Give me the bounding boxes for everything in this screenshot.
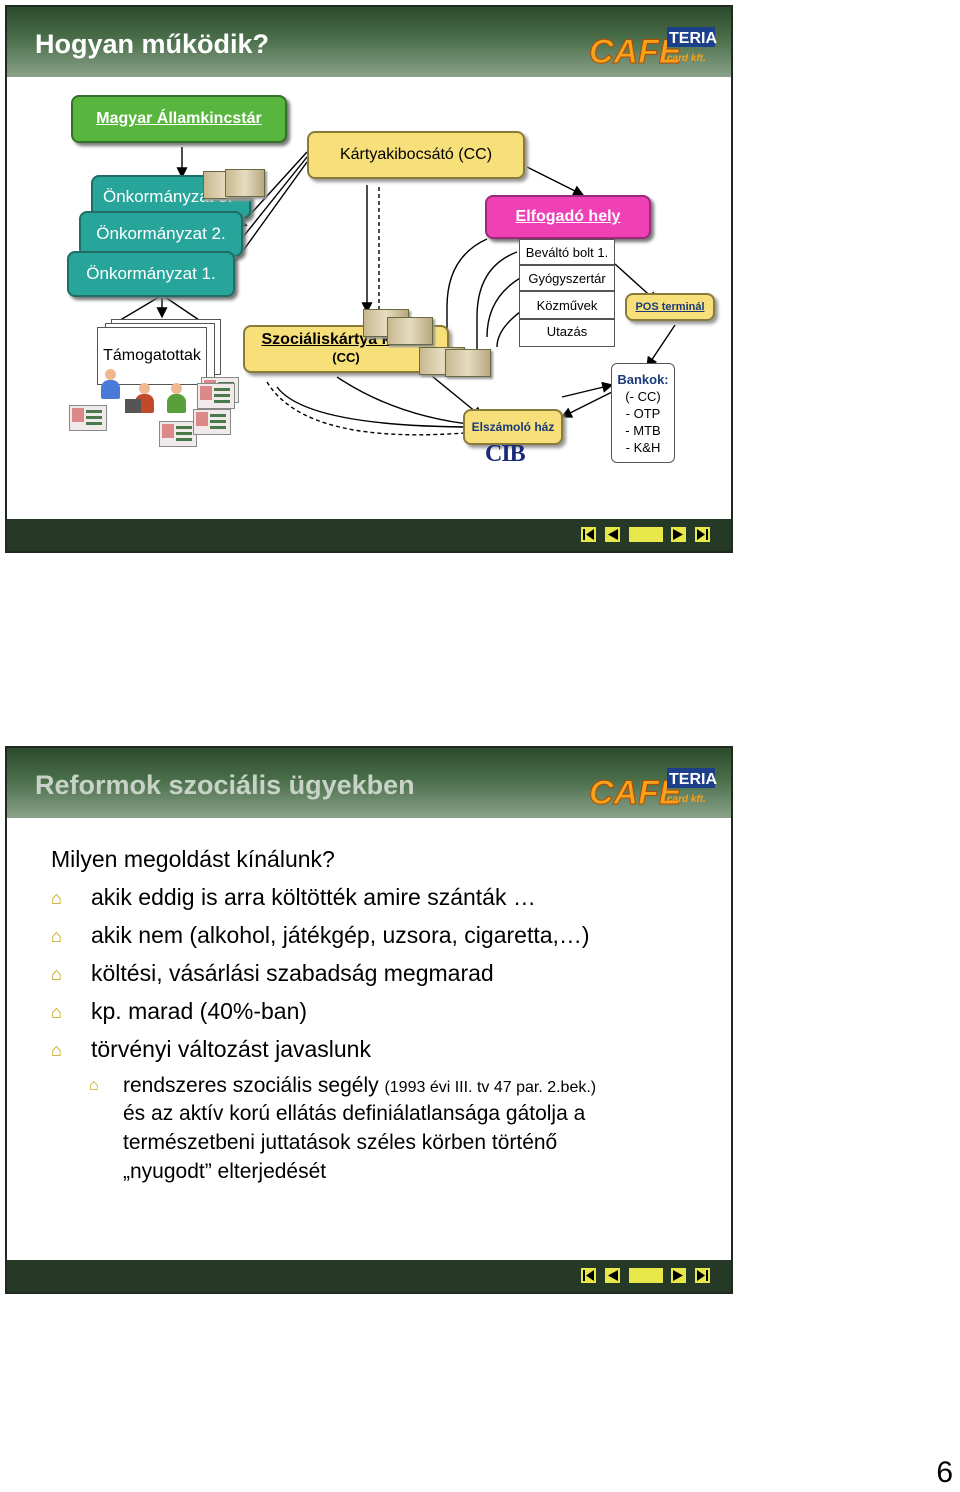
treasury-box: Magyar Államkincstár <box>71 95 287 143</box>
person-icon <box>165 383 187 413</box>
prev-slide-icon[interactable] <box>605 527 620 542</box>
bullet-icon: ⌂ <box>89 1077 123 1095</box>
last-slide-icon[interactable] <box>695 527 710 542</box>
bullet-icon: ⌂ <box>51 964 91 985</box>
question-heading: Milyen megoldást kínálunk? <box>51 846 335 873</box>
bullet-item: ⌂törvényi változást javaslunk <box>51 1036 371 1063</box>
sub-bullet-item: ⌂rendszeres szociális segély (1993 évi I… <box>89 1074 596 1098</box>
bullet-text: törvényi változást javaslunk <box>91 1036 371 1062</box>
bullet-text: akik eddig is arra költötték amire szánt… <box>91 884 536 910</box>
nav-blank-button[interactable] <box>629 527 663 542</box>
bullet-icon: ⌂ <box>51 1040 91 1061</box>
bullet-text: költési, vásárlási szabadság megmarad <box>91 960 494 986</box>
person-icon <box>99 369 121 399</box>
bank-item: - OTP <box>626 405 661 422</box>
bullet-icon: ⌂ <box>51 926 91 947</box>
card-manager-sub: (CC) <box>332 349 359 367</box>
banks-box: Bankok: (- CC) - OTP - MTB - K&H <box>611 363 675 463</box>
utilities-box: Közművek <box>519 291 615 319</box>
first-slide-icon[interactable] <box>581 1268 596 1283</box>
sub-bullet-continuation: és az aktív korú ellátás definiálatlansá… <box>123 1102 585 1126</box>
card-icon <box>197 383 235 409</box>
banknote-icon <box>387 317 433 345</box>
computer-icon <box>125 399 141 413</box>
prev-slide-icon[interactable] <box>605 1268 620 1283</box>
card-icon <box>159 421 197 447</box>
svg-text:TERIA: TERIA <box>669 771 717 788</box>
bullet-item: ⌂költési, vásárlási szabadság megmarad <box>51 960 494 987</box>
banknote-icon <box>445 349 491 377</box>
shop-box: Beváltó bolt 1. <box>519 239 615 265</box>
bullet-text: kp. marad (40%-ban) <box>91 998 307 1024</box>
banks-title: Bankok: <box>617 371 668 388</box>
page-number: 6 <box>936 1456 953 1490</box>
nav-blank-button[interactable] <box>629 1268 663 1283</box>
slide-title: Reformok szociális ügyekben <box>35 770 415 801</box>
clearing-house-box: Elszámoló ház <box>463 409 563 445</box>
bank-item: - K&H <box>626 439 661 456</box>
next-slide-icon[interactable] <box>671 1268 686 1283</box>
first-slide-icon[interactable] <box>581 527 596 542</box>
cafeteria-logo: CAFE TERIA card kft. <box>587 760 717 816</box>
slide-reforms: Reformok szociális ügyekben CAFE TERIA c… <box>5 746 733 1294</box>
cib-logo: CIB <box>485 441 535 471</box>
sub-bullet-reference: (1993 évi III. tv 47 par. 2.bek.) <box>384 1079 596 1096</box>
bullet-icon: ⌂ <box>51 1002 91 1023</box>
card-icon <box>69 405 107 431</box>
pos-terminal-box: POS terminál <box>625 293 715 321</box>
bank-item: (- CC) <box>625 388 660 405</box>
sub-bullet-continuation: „nyugodt” elterjedését <box>123 1160 326 1184</box>
bullet-item: ⌂kp. marad (40%-ban) <box>51 998 307 1025</box>
bullet-item: ⌂akik eddig is arra költötték amire szán… <box>51 884 536 911</box>
slide-how-it-works: Hogyan működik? CAFE TERIA card kft. <box>5 5 733 553</box>
last-slide-icon[interactable] <box>695 1268 710 1283</box>
card-issuer-box: Kártyakibocsátó (CC) <box>307 131 525 179</box>
sub-bullet-text: rendszeres szociális segély <box>123 1074 379 1097</box>
bullet-item: ⌂akik nem (alkohol, játékgép, uzsora, ci… <box>51 922 590 949</box>
slide-footer <box>7 1260 731 1292</box>
municipality-1-box: Önkormányzat 1. <box>67 251 235 297</box>
acceptor-box: Elfogadó hely <box>485 195 651 239</box>
card-icon <box>193 409 231 435</box>
title-bar: Reformok szociális ügyekben CAFE TERIA c… <box>7 748 731 818</box>
next-slide-icon[interactable] <box>671 527 686 542</box>
svg-text:card kft.: card kft. <box>667 794 706 805</box>
bullet-icon: ⌂ <box>51 888 91 909</box>
banknote-icon <box>225 169 265 197</box>
pharmacy-box: Gyógyszertár <box>519 265 615 291</box>
bullet-text: akik nem (alkohol, játékgép, uzsora, cig… <box>91 922 590 948</box>
sub-bullet-continuation: természetbeni juttatások széles körben t… <box>123 1131 557 1155</box>
bank-item: - MTB <box>625 422 660 439</box>
slide-footer <box>7 519 731 551</box>
travel-box: Utazás <box>519 319 615 347</box>
